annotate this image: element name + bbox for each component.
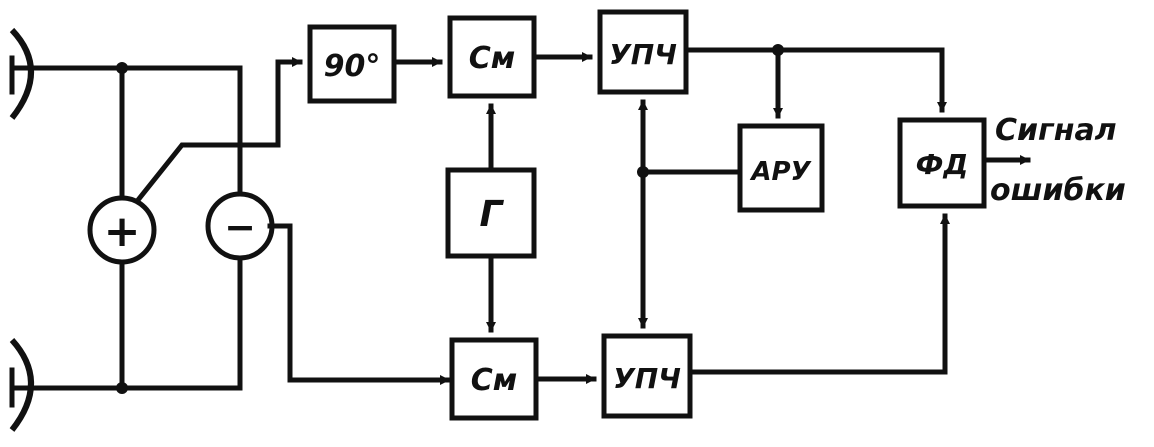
generator-block: Г <box>445 167 537 259</box>
antenna-top-icon <box>9 27 34 120</box>
wire-ifa-bottom-to-pd <box>687 213 950 375</box>
svg-text:+: + <box>104 206 141 257</box>
mixer-bottom-block: См <box>449 337 539 421</box>
svg-text:−: − <box>224 205 256 249</box>
ifa-bottom-block: УПЧ <box>601 333 693 419</box>
svg-text:См: См <box>471 363 518 398</box>
junction-top <box>116 62 128 74</box>
phase-shifter-block: 90° <box>307 24 397 104</box>
svg-text:УПЧ: УПЧ <box>609 38 677 71</box>
svg-text:АРУ: АРУ <box>749 157 812 187</box>
svg-text:90°: 90° <box>324 49 381 84</box>
phase-detector-block: ФД <box>897 117 987 209</box>
wire-sum-to-phase-shifter <box>134 57 303 204</box>
junction-agc-bus <box>637 166 649 178</box>
ifa-top-block: УПЧ <box>597 9 689 95</box>
wire-ifa-top-to-pd <box>683 47 947 113</box>
sum-node: + <box>87 195 157 265</box>
agc-block: АРУ <box>737 123 825 213</box>
junction-ifa-top <box>772 44 784 56</box>
junction-bottom <box>116 382 128 394</box>
output-label-line1: Сигнал <box>995 113 1117 148</box>
wire-diff-to-mixer-bottom <box>267 223 451 385</box>
svg-text:Г: Г <box>480 194 505 235</box>
wire-antenna-bottom <box>9 257 243 391</box>
antenna-bottom-icon <box>9 337 34 432</box>
output-label-line2: ошибки <box>990 173 1126 208</box>
wire-antenna-top <box>9 65 243 195</box>
svg-text:ФД: ФД <box>916 148 969 181</box>
mixer-top-block: См <box>447 15 537 99</box>
svg-text:УПЧ: УПЧ <box>613 362 681 395</box>
svg-text:См: См <box>469 41 516 76</box>
difference-node: − <box>205 191 275 261</box>
